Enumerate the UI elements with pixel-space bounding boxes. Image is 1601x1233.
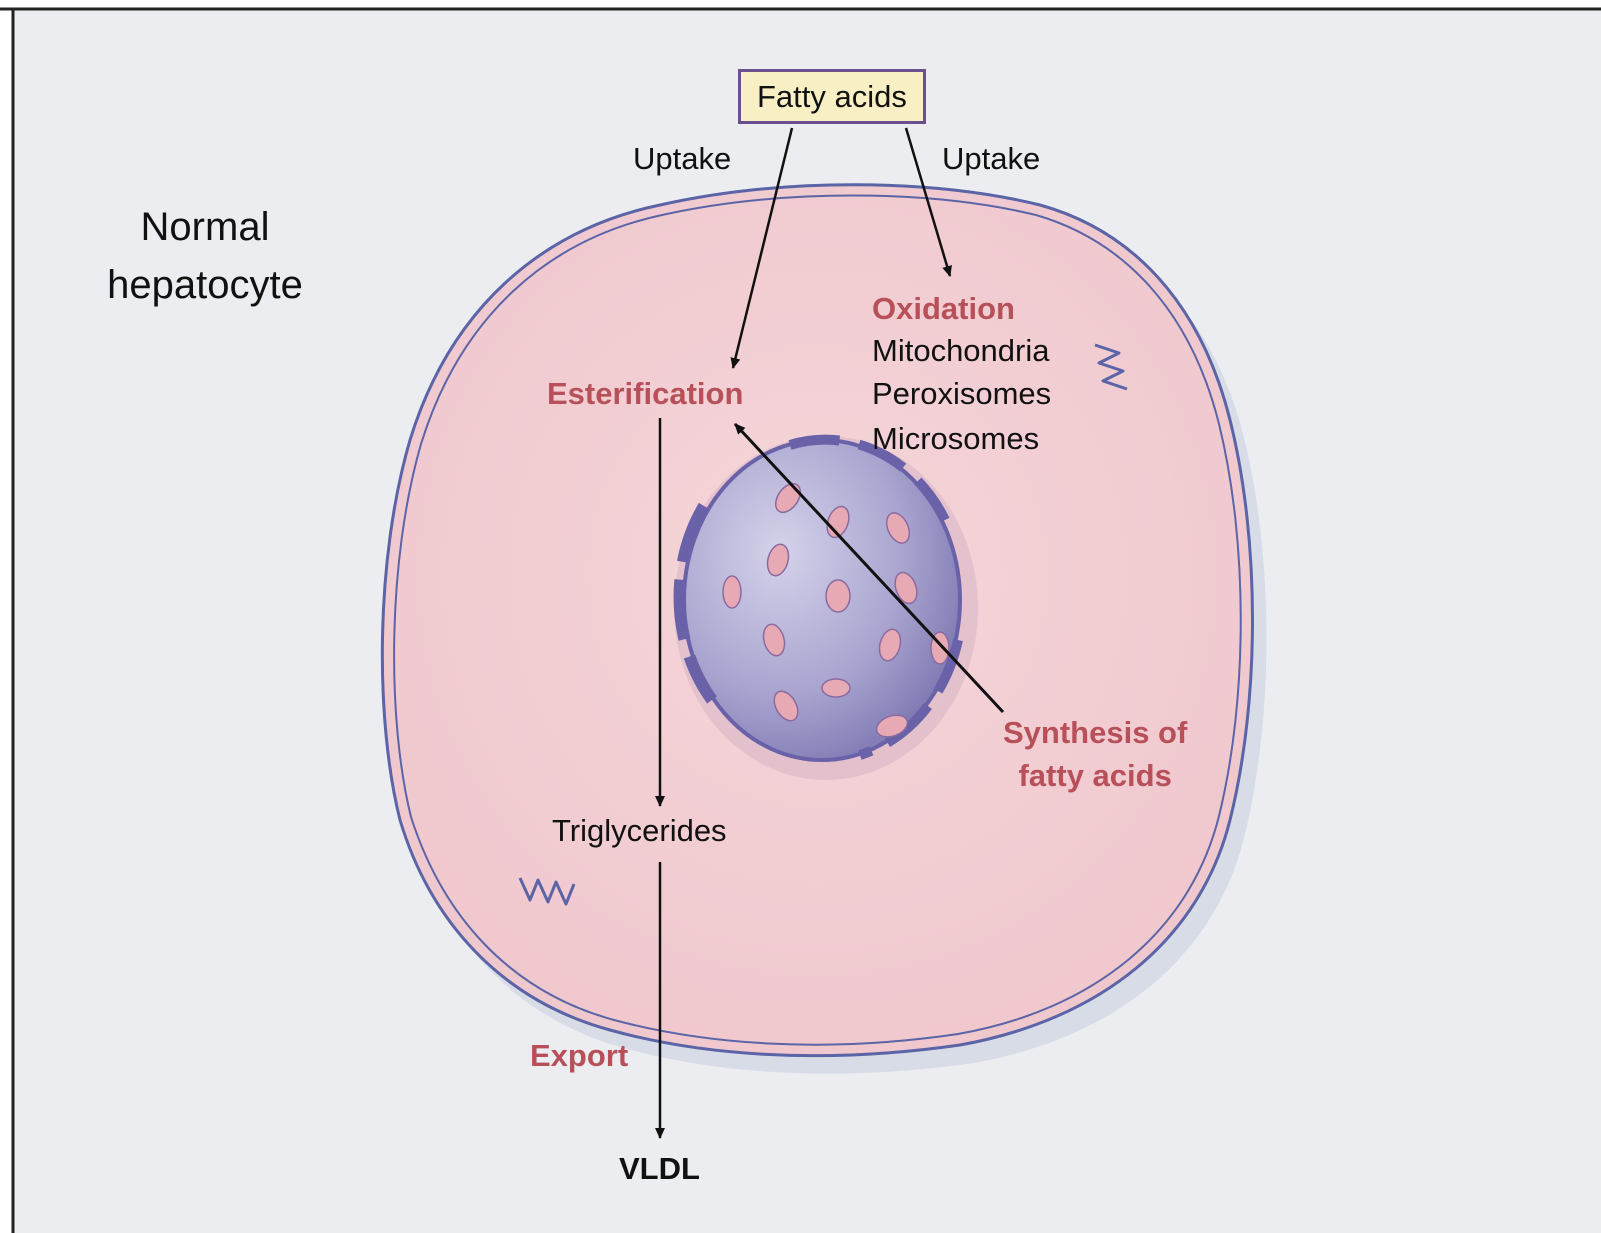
synthesis-line-1: Synthesis of <box>1003 712 1187 755</box>
diagram-title: Normal hepatocyte <box>80 198 330 314</box>
organelle-list: Mitochondria Peroxisomes Microsomes <box>872 332 1051 458</box>
nucleus <box>674 436 978 780</box>
uptake-label-left: Uptake <box>633 140 731 177</box>
export-label: Export <box>530 1037 628 1074</box>
vldl-label: VLDL <box>619 1150 700 1187</box>
title-line-2: hepatocyte <box>80 256 330 314</box>
uptake-label-right: Uptake <box>942 140 1040 177</box>
synthesis-label: Synthesis of fatty acids <box>1003 712 1187 798</box>
synthesis-line-2: fatty acids <box>1003 755 1187 798</box>
fatty-acids-label: Fatty acids <box>738 69 926 124</box>
oxidation-label: Oxidation <box>872 290 1015 327</box>
title-line-1: Normal <box>80 198 330 256</box>
triglycerides-label: Triglycerides <box>552 812 727 849</box>
organelle-mitochondria: Mitochondria <box>872 332 1051 369</box>
esterification-label: Esterification <box>547 375 743 412</box>
organelle-microsomes: Microsomes <box>872 420 1051 457</box>
organelle-peroxisomes: Peroxisomes <box>872 375 1051 412</box>
